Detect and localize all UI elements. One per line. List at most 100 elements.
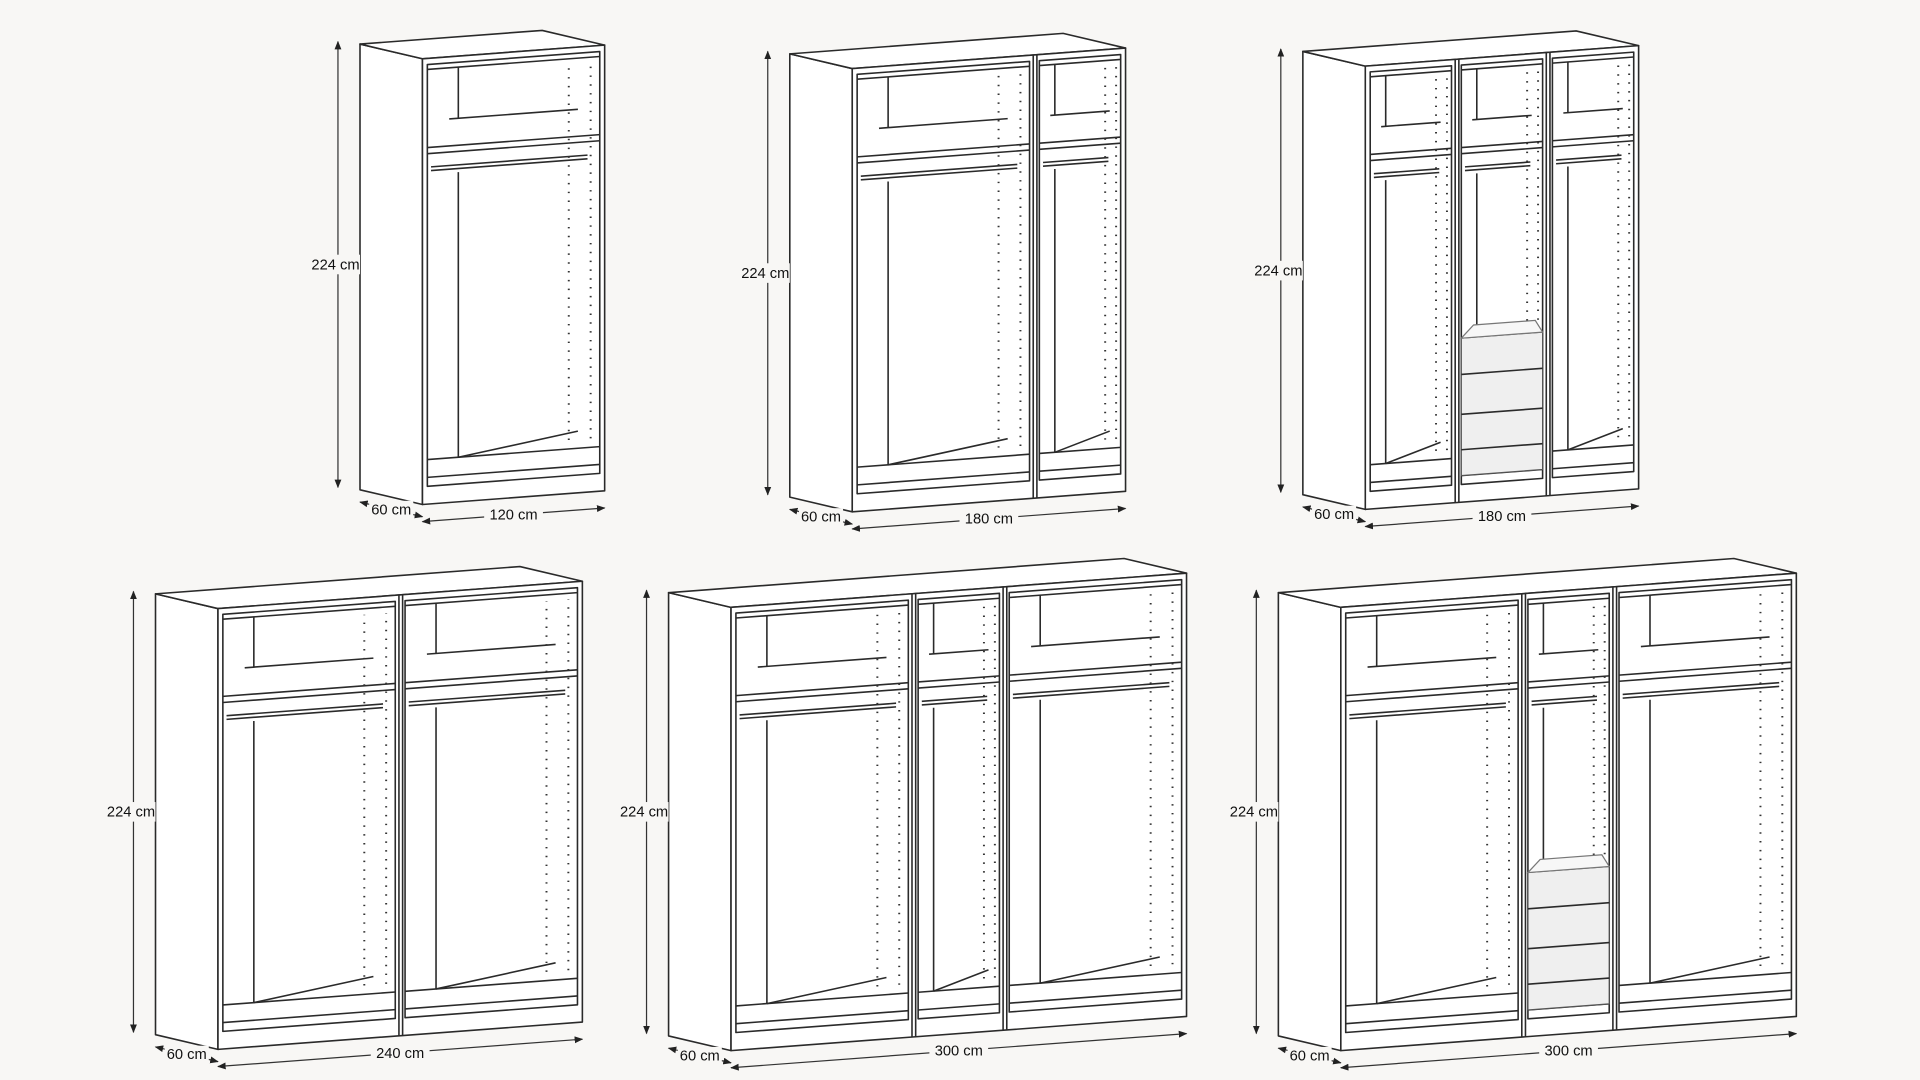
section-2 — [1032, 53, 1122, 499]
shelf-bottom-edge — [1370, 153, 1452, 162]
shelf-back-edge — [426, 643, 556, 655]
plinth-edge — [1618, 989, 1792, 1004]
section-opening — [917, 592, 1001, 1020]
hanging-rail — [1464, 161, 1531, 168]
shelf-bottom-edge — [857, 149, 1030, 164]
shelf-back-edge — [1031, 636, 1160, 648]
front-frame — [730, 572, 1188, 1052]
hanging-rail-top — [408, 693, 566, 707]
shelf-bottom-edge — [1552, 139, 1634, 148]
plinth-edge — [427, 463, 600, 479]
drawer-front-1 — [1527, 901, 1610, 910]
shelf-back-edge — [1640, 636, 1770, 648]
shelf-bottom-edge — [1527, 681, 1610, 689]
depth-label: 60 cm — [801, 510, 841, 526]
section-opening — [1038, 53, 1122, 481]
bottom-back-edge — [1567, 427, 1624, 451]
height-label: 224 cm — [107, 805, 155, 821]
side-panel — [154, 593, 219, 1051]
shelf-front-edge — [1009, 661, 1182, 676]
hanging-rail-top — [739, 706, 897, 720]
section-1 — [426, 50, 601, 488]
plinth-edge — [405, 995, 578, 1010]
hanging-rail — [1042, 156, 1109, 164]
section-opening — [426, 50, 601, 488]
front-frame — [217, 580, 584, 1051]
plinth-edge — [735, 1009, 909, 1025]
shelf-bottom-edge — [1039, 142, 1121, 151]
bottom-shelf-edge — [222, 991, 396, 1006]
shelf-back-edge — [928, 648, 989, 656]
front-frame — [1364, 44, 1640, 511]
width-label: 180 cm — [1478, 509, 1526, 525]
shelf-front-edge — [857, 143, 1030, 158]
hanging-rail — [1622, 681, 1780, 696]
bottom-shelf-edge — [1552, 444, 1634, 452]
plinth-edge — [1039, 464, 1121, 473]
top-rail — [1461, 63, 1543, 71]
label-bg — [959, 510, 1019, 528]
side-panel — [1302, 50, 1367, 511]
shelf-bottom-edge — [1618, 667, 1792, 683]
section-3 — [1002, 578, 1183, 1031]
section-1 — [1344, 599, 1519, 1034]
bottom-back-edge — [435, 962, 556, 990]
bottom-shelf-edge — [918, 985, 1000, 994]
label-bg — [1539, 1042, 1598, 1060]
section-2 — [1454, 58, 1544, 503]
top-rail — [1345, 604, 1519, 619]
bottom-back-edge — [887, 437, 1008, 466]
top-rail — [918, 597, 1000, 606]
section-opening — [1369, 64, 1453, 493]
side-panel — [1277, 591, 1342, 1052]
label-bg — [1248, 260, 1303, 281]
bottom-shelf-edge — [1345, 992, 1519, 1007]
hanging-rail — [1373, 168, 1440, 175]
section-opening — [1344, 599, 1519, 1034]
bottom-back-edge — [458, 430, 579, 459]
plinth-edge — [1552, 461, 1634, 470]
hanging-rail — [860, 163, 1018, 177]
shelf-front-edge — [405, 668, 578, 684]
bottom-back-edge — [1649, 956, 1770, 984]
top-rail — [1370, 69, 1452, 78]
bottom-back-edge — [1040, 956, 1160, 984]
hanging-rail — [1349, 702, 1506, 716]
front-frame — [421, 44, 606, 506]
width-label: 300 cm — [1544, 1044, 1592, 1060]
section-opening — [1551, 51, 1635, 479]
shelf-front-edge — [735, 681, 909, 697]
shelf-front-edge — [1370, 147, 1452, 156]
depth-label: 60 cm — [1290, 1048, 1330, 1064]
hanging-rail-top — [226, 706, 384, 721]
shelf-back-edge — [1367, 656, 1497, 668]
depth-label: 60 cm — [167, 1047, 207, 1063]
bottom-back-edge — [253, 975, 374, 1004]
section-opening — [1618, 578, 1793, 1013]
bottom-shelf-edge — [405, 977, 578, 993]
bottom-shelf-edge — [857, 453, 1030, 468]
bottom-shelf-edge — [735, 992, 909, 1007]
hanging-rail — [739, 702, 897, 716]
hanging-rail-top — [1349, 706, 1506, 720]
shelf-front-edge — [1345, 681, 1519, 697]
drawer-front-3 — [1527, 977, 1610, 985]
top-rail — [405, 591, 578, 607]
section-3 — [1612, 578, 1793, 1031]
drawer-top — [1459, 319, 1544, 339]
drawer-front-3 — [1461, 442, 1543, 451]
shelf-back-edge — [1050, 110, 1110, 117]
hanging-rail — [1556, 154, 1622, 161]
hanging-rail-top — [921, 699, 988, 706]
shelf-bottom-edge — [735, 688, 909, 703]
depth-label: 60 cm — [1314, 507, 1354, 523]
plinth-edge — [857, 471, 1030, 486]
drawer-front-1 — [1461, 367, 1543, 376]
section-2 — [911, 592, 1001, 1038]
shelf-bottom-edge — [918, 681, 1000, 689]
hanging-rail-top — [430, 158, 588, 172]
